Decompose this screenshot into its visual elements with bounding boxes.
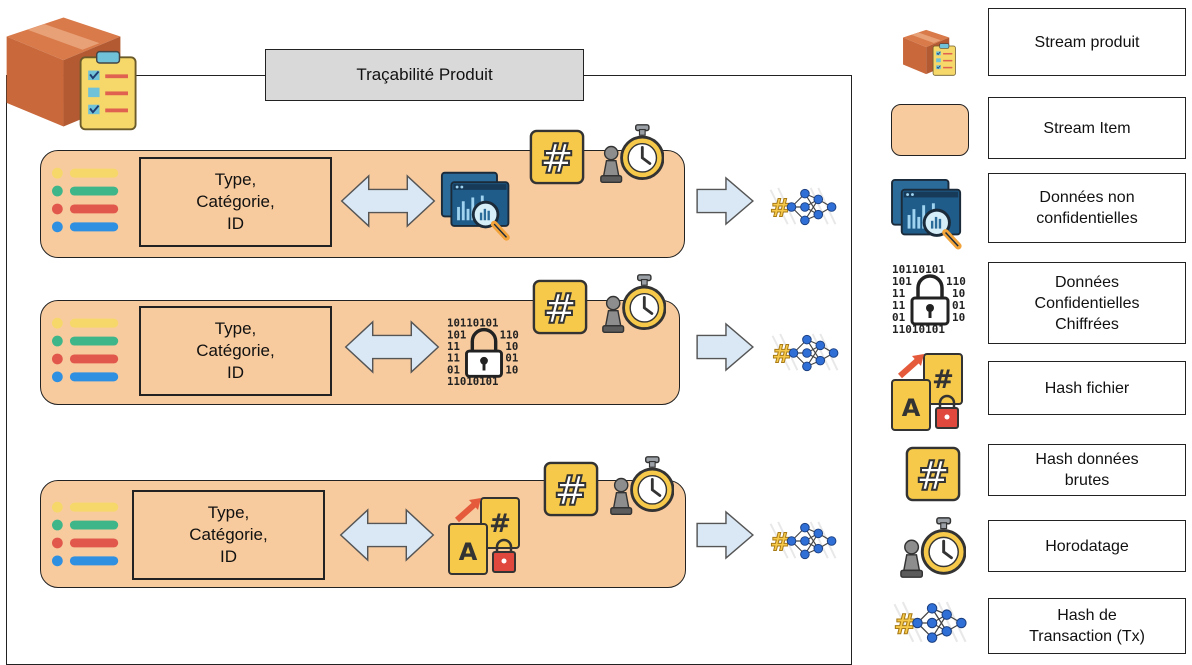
- hash-icon: [903, 445, 963, 503]
- stream-metadata-box: Type, Catégorie, ID: [139, 306, 332, 396]
- hash-icon: [530, 278, 590, 336]
- bidirectional-arrow-icon: [338, 508, 436, 562]
- attribute-list-icon: [50, 316, 122, 384]
- legend-label-stream-item: Stream Item: [988, 97, 1186, 159]
- attribute-list-icon: [50, 500, 122, 568]
- stopwatch-icon: [598, 124, 664, 186]
- product-box-icon: [893, 26, 967, 78]
- stream-item-swatch: [891, 104, 969, 156]
- binary-lock-icon: [444, 316, 524, 388]
- hash-icon: [541, 460, 601, 518]
- legend-label-hash-donnees-brutes: Hash données brutes: [988, 444, 1186, 496]
- forward-arrow-icon: [694, 510, 756, 560]
- chart-magnifier-icon: [440, 170, 516, 242]
- forward-arrow-icon: [694, 176, 756, 226]
- stopwatch-icon: [608, 456, 674, 518]
- stream-metadata-box: Type, Catégorie, ID: [139, 157, 332, 247]
- file-hash-icon: [446, 496, 528, 578]
- legend-label-donnees-non-confidentielles: Données non confidentielles: [988, 173, 1186, 243]
- file-hash-icon: [889, 352, 971, 434]
- product-box-icon: [6, 8, 140, 136]
- stopwatch-icon: [898, 517, 966, 581]
- chart-magnifier-icon: [890, 178, 968, 250]
- attribute-list-icon: [50, 166, 122, 234]
- hash-icon: [527, 128, 587, 186]
- transaction-network-icon: [770, 332, 840, 374]
- legend-label-stream-produit: Stream produit: [988, 8, 1186, 76]
- legend-label-hash-fichier: Hash fichier: [988, 361, 1186, 415]
- bidirectional-arrow-icon: [339, 174, 437, 228]
- binary-lock-icon: [890, 262, 970, 336]
- bidirectional-arrow-icon: [343, 320, 441, 374]
- transaction-network-icon: [768, 520, 838, 562]
- forward-arrow-icon: [694, 322, 756, 372]
- stream-metadata-box: Type, Catégorie, ID: [132, 490, 325, 580]
- legend-label-donnees-confidentielles: Données Confidentielles Chiffrées: [988, 262, 1186, 344]
- transaction-network-icon: [892, 600, 968, 646]
- diagram-title: Traçabilité Produit: [265, 49, 584, 101]
- stopwatch-icon: [600, 274, 666, 336]
- transaction-network-icon: [768, 186, 838, 228]
- legend-label-hash-transaction: Hash de Transaction (Tx): [988, 598, 1186, 654]
- legend-label-horodatage: Horodatage: [988, 520, 1186, 572]
